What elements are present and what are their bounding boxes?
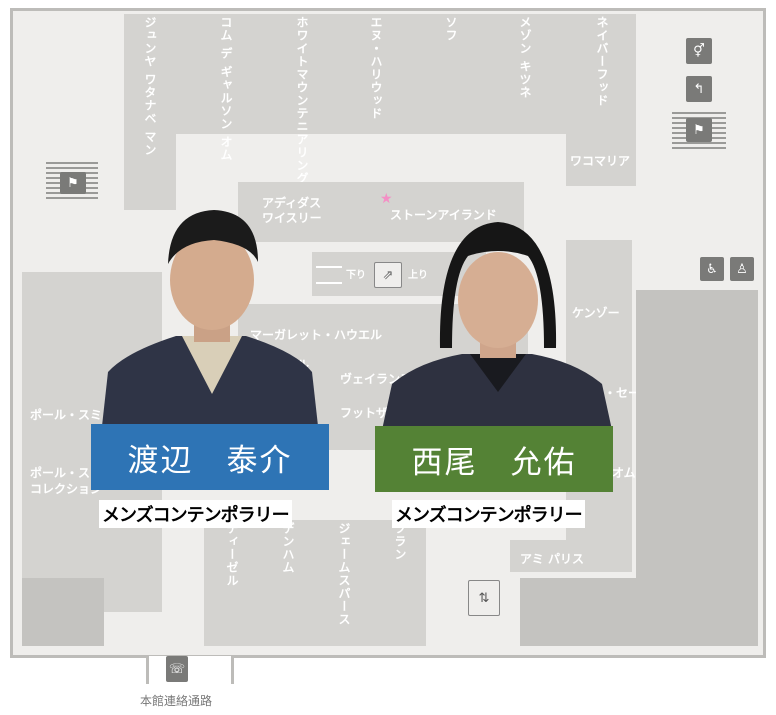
shop-om: オム	[612, 466, 636, 480]
escalator-lines	[316, 266, 342, 284]
shop-soph: ソフ	[444, 16, 458, 42]
lower-shop-block	[204, 520, 426, 646]
shop-junya: ジュンヤ ワタナベ マン	[143, 16, 157, 157]
elevator-icon: ⇅	[468, 580, 500, 616]
shop-paul2: ポール・スミ	[30, 466, 103, 480]
shop-n-hoolywood: エヌ・ハリウッド	[369, 16, 383, 120]
shop-adidas: アディダス ワイスリー	[262, 196, 322, 225]
shop-margaret: マーガレット・ハウエル	[250, 328, 383, 342]
staff-name-watanabe: 渡辺 泰介	[91, 424, 329, 490]
shop-kitsune: メゾン キツネ	[518, 16, 532, 100]
staff-photo-watanabe	[96, 204, 328, 426]
ami-block	[510, 540, 632, 572]
phone-icon: ☏	[166, 656, 188, 682]
shop-neighborhood: ネイバーフッド	[595, 16, 609, 107]
shop-brown: ブラン	[393, 522, 407, 561]
connection-gap	[146, 656, 234, 684]
bottom-right-block	[520, 578, 758, 646]
escalator-icon: ⇗	[374, 262, 402, 288]
connection-label: 本館連絡通路	[140, 694, 213, 708]
escalator-down-label: 下り	[346, 270, 366, 281]
wacko-block	[566, 120, 636, 186]
ostomate-icon: ♙	[730, 257, 754, 281]
wheelchair-icon: ♿	[700, 257, 724, 281]
shop-foot: フットザ	[340, 406, 389, 420]
shop-diesel: ディーゼル	[225, 522, 239, 587]
shop-comme: コム デ ギャルソン オム	[219, 16, 233, 162]
shop-stone: ストーンアイランド	[390, 208, 497, 222]
shop-kenzo: ケンゾー	[572, 306, 620, 320]
shop-collection: コレクション	[30, 482, 103, 496]
staff-dept-nishio: メンズコンテンポラリー	[392, 500, 585, 528]
shop-denham: デンハム	[281, 522, 295, 574]
corner-block	[22, 578, 104, 646]
shop-white: ホワイトマウンテニアリング	[295, 16, 309, 185]
junya-block	[124, 14, 176, 210]
shop-wacko: ワコマリア	[570, 154, 631, 168]
staff-name-nishio: 西尾 允佑	[375, 426, 613, 492]
nursing-icon: ↰	[686, 76, 712, 102]
shop-ami: アミ パリス	[520, 552, 584, 566]
shop-paul1: ポール・スミ	[30, 408, 103, 422]
stairs-icon: ⚑	[60, 172, 86, 194]
stairs-right-icon: ⚑	[686, 118, 712, 142]
staff-dept-watanabe: メンズコンテンポラリー	[99, 500, 292, 528]
escalator-up-label: 上り	[408, 270, 428, 281]
restroom-icon: ⚥	[686, 38, 712, 64]
star-icon: ★	[380, 191, 393, 207]
shop-james: ジェームスパース	[337, 522, 351, 626]
staff-photo-nishio	[378, 216, 616, 430]
top-shop-block	[124, 14, 636, 134]
